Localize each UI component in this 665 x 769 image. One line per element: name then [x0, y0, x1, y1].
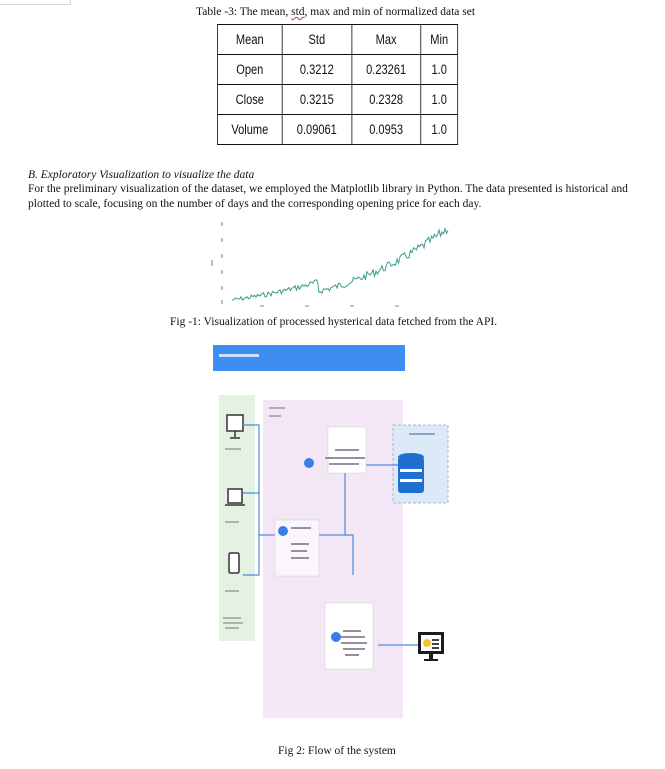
table-cell: 1.0	[420, 114, 459, 145]
table-cell: Open	[217, 54, 283, 85]
desktop-icon	[226, 414, 244, 439]
device-labels-scribble	[223, 448, 243, 629]
table-cell: 1.0	[420, 54, 459, 85]
diagram-title-bar	[213, 345, 405, 371]
database-label-scribble	[409, 433, 435, 435]
stats-table: Mean Std Max Min Open 0.3212 0.23261 1.0…	[217, 24, 459, 145]
table-caption-text-end: , max and min of normalized data set	[304, 6, 476, 18]
system-label-scribble	[269, 407, 285, 417]
page-top-fragment	[0, 0, 71, 5]
prediction-model-scribble	[341, 630, 367, 656]
web-application-icon	[304, 458, 314, 468]
fetching-node-scribble	[291, 527, 311, 559]
table-cell: Close	[217, 84, 283, 115]
diagram-connectors	[243, 424, 418, 646]
table-cell: 0.23261	[351, 54, 422, 85]
table-cell: Volume	[217, 114, 283, 145]
devices-panel	[219, 395, 255, 641]
figure-1-plot	[211, 222, 449, 307]
plot-y-axis-ticks	[211, 222, 223, 304]
web-application-scribble	[325, 449, 365, 465]
section-body: For the preliminary visualization of the…	[28, 183, 628, 210]
table-header-row: Mean Std Max Min	[217, 24, 459, 55]
table-cell: 0.09061	[281, 114, 352, 145]
table-header-cell: Mean	[217, 24, 283, 55]
table-header-cell: Min	[420, 24, 459, 55]
table-cell: 0.2328	[351, 84, 422, 115]
table-row: Open 0.3212 0.23261 1.0	[217, 54, 459, 85]
prediction-model-icon	[331, 632, 341, 642]
table-caption: Table -3: The mean, std, max and min of …	[196, 6, 475, 18]
figure-2-caption: Fig 2: Flow of the system	[278, 745, 396, 757]
table-header-cell: Max	[351, 24, 422, 55]
laptop-icon	[225, 488, 245, 506]
table-cell: 1.0	[420, 84, 459, 115]
table-caption-std: std	[291, 6, 305, 18]
figure-2-diagram	[213, 345, 449, 718]
database-icon	[398, 453, 424, 493]
phone-icon	[228, 552, 240, 574]
table-caption-text: Table -3: The mean,	[196, 6, 292, 18]
table-cell: 0.3215	[281, 84, 352, 115]
table-cell: 0.3212	[281, 54, 352, 85]
table-cell: 0.0953	[351, 114, 422, 145]
table-header-cell: Std	[281, 24, 352, 55]
fetching-node-icon	[278, 526, 288, 536]
plot-price-line	[232, 226, 449, 301]
table-row: Volume 0.09061 0.0953 1.0	[217, 114, 459, 145]
dashboard-monitor-icon	[418, 632, 444, 661]
figure-1-caption: Fig -1: Visualization of processed hyste…	[170, 316, 498, 328]
table-row: Close 0.3215 0.2328 1.0	[217, 84, 459, 115]
section-heading: B. Exploratory Visualization to visualiz…	[28, 169, 255, 181]
diagram-title-scribble	[219, 354, 259, 357]
